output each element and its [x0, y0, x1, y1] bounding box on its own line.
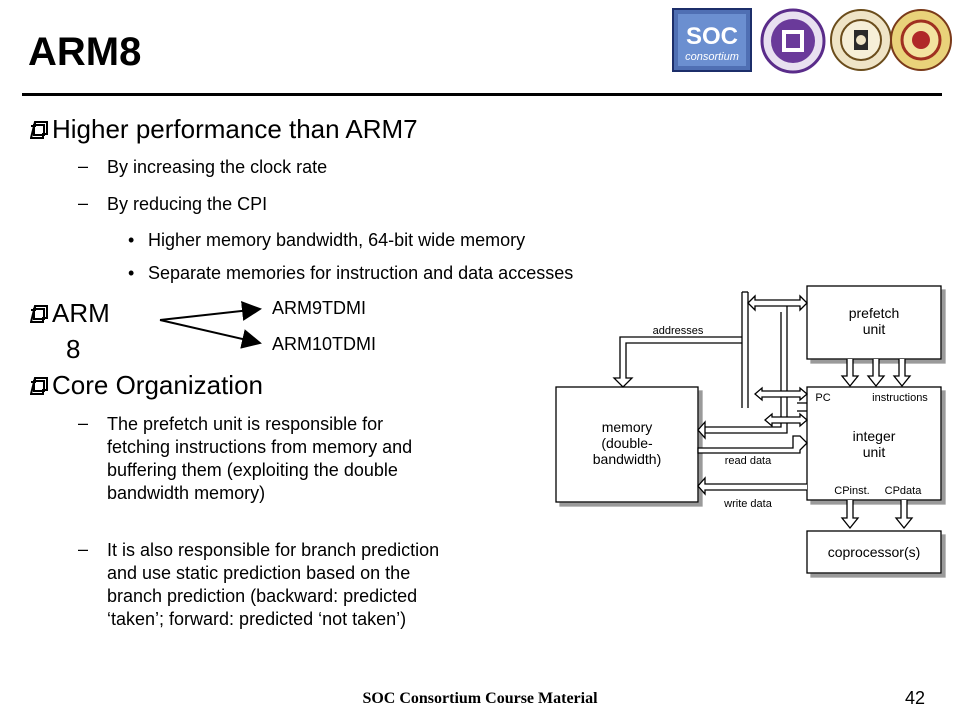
arm9tdmi-label: ARM9TDMI — [272, 298, 366, 318]
paragraph-line: ‘taken’; forward: predicted ‘not taken’) — [107, 609, 407, 629]
integer-label-line: unit — [863, 444, 886, 460]
sub-bullet: By increasing the clock rate — [107, 157, 328, 177]
dash-icon: – — [78, 413, 89, 433]
instructions-label: instructions — [872, 392, 928, 404]
bullet-title: Core Organization — [52, 370, 263, 400]
dash-icon: – — [78, 156, 89, 176]
slide-title: ARM8 — [28, 30, 142, 74]
addresses-label: addresses — [653, 325, 704, 337]
university-seal-3-icon — [890, 6, 952, 74]
title-rule — [22, 93, 942, 96]
paragraph-line: The prefetch unit is responsible for — [107, 414, 384, 434]
paragraph-line: It is also responsible for branch predic… — [107, 540, 440, 560]
university-seal-1-icon — [760, 8, 826, 74]
sub-bullet: By reducing the CPI — [107, 194, 268, 214]
core-organization-diagram: memory (double- bandwidth) prefetch unit… — [555, 285, 942, 574]
arm10tdmi-label: ARM10TDMI — [272, 334, 377, 354]
soc-logo-text: SOC — [686, 23, 738, 50]
cpinst-label: CPinst. — [834, 485, 869, 497]
pc-label: PC — [815, 392, 830, 404]
university-seal-2-icon — [830, 6, 892, 74]
paragraph-line: fetching instructions from memory and — [107, 437, 413, 457]
cpdata-label: CPdata — [885, 485, 923, 497]
bullet-title-continued: 8 — [66, 334, 81, 364]
consortium-logo-text: consortium — [685, 51, 739, 63]
memory-block — [555, 386, 699, 503]
prefetch-unit-block — [806, 285, 942, 360]
dot-bullet: Separate memories for instruction and da… — [148, 263, 574, 283]
dot-bullet: Higher memory bandwidth, 64-bit wide mem… — [148, 230, 526, 250]
paragraph-line: branch prediction (backward: predicted — [107, 586, 418, 606]
bullet-arm8: ARM — [29, 298, 110, 328]
dot-bullet-icon: • — [128, 230, 135, 250]
arm8-family-arrows — [159, 301, 262, 349]
bullet-title: ARM — [52, 298, 110, 328]
read-data-label: read data — [725, 455, 772, 467]
checkbox-bullet-icon — [29, 298, 52, 328]
paragraph-line: and use static prediction based on the — [107, 563, 411, 583]
memory-label-line: memory — [602, 419, 653, 435]
dot-bullet-icon: • — [128, 263, 135, 283]
page-number: 42 — [905, 688, 926, 708]
footer-text: SOC Consortium Course Material — [362, 690, 598, 707]
memory-label-line: (double- — [601, 435, 653, 451]
prefetch-label-line: unit — [863, 321, 886, 337]
bullet-higher-performance: Higher performance than ARM7 — [29, 114, 418, 144]
write-data-label: write data — [723, 498, 773, 510]
coprocessor-block — [806, 530, 942, 574]
bullet-core-organization: Core Organization — [29, 370, 263, 400]
prefetch-paragraph: The prefetch unit is responsible for fet… — [107, 413, 412, 505]
integer-unit-block — [806, 386, 942, 501]
integer-label-line: integer — [853, 428, 896, 444]
bullet-title: Higher performance than ARM7 — [52, 114, 418, 144]
dash-icon: – — [78, 539, 89, 559]
paragraph-line: buffering them (exploiting the double — [107, 460, 398, 480]
prefetch-label-line: prefetch — [849, 305, 900, 321]
coprocessor-label: coprocessor(s) — [828, 544, 921, 560]
dash-icon: – — [78, 193, 89, 213]
checkbox-bullet-icon — [29, 370, 52, 400]
checkbox-bullet-icon — [29, 114, 52, 144]
paragraph-line: bandwidth memory) — [107, 483, 266, 503]
branch-prediction-paragraph: It is also responsible for branch predic… — [107, 539, 439, 631]
memory-label-line: bandwidth) — [593, 451, 662, 467]
soc-consortium-logo: SOC consortium — [672, 8, 752, 72]
